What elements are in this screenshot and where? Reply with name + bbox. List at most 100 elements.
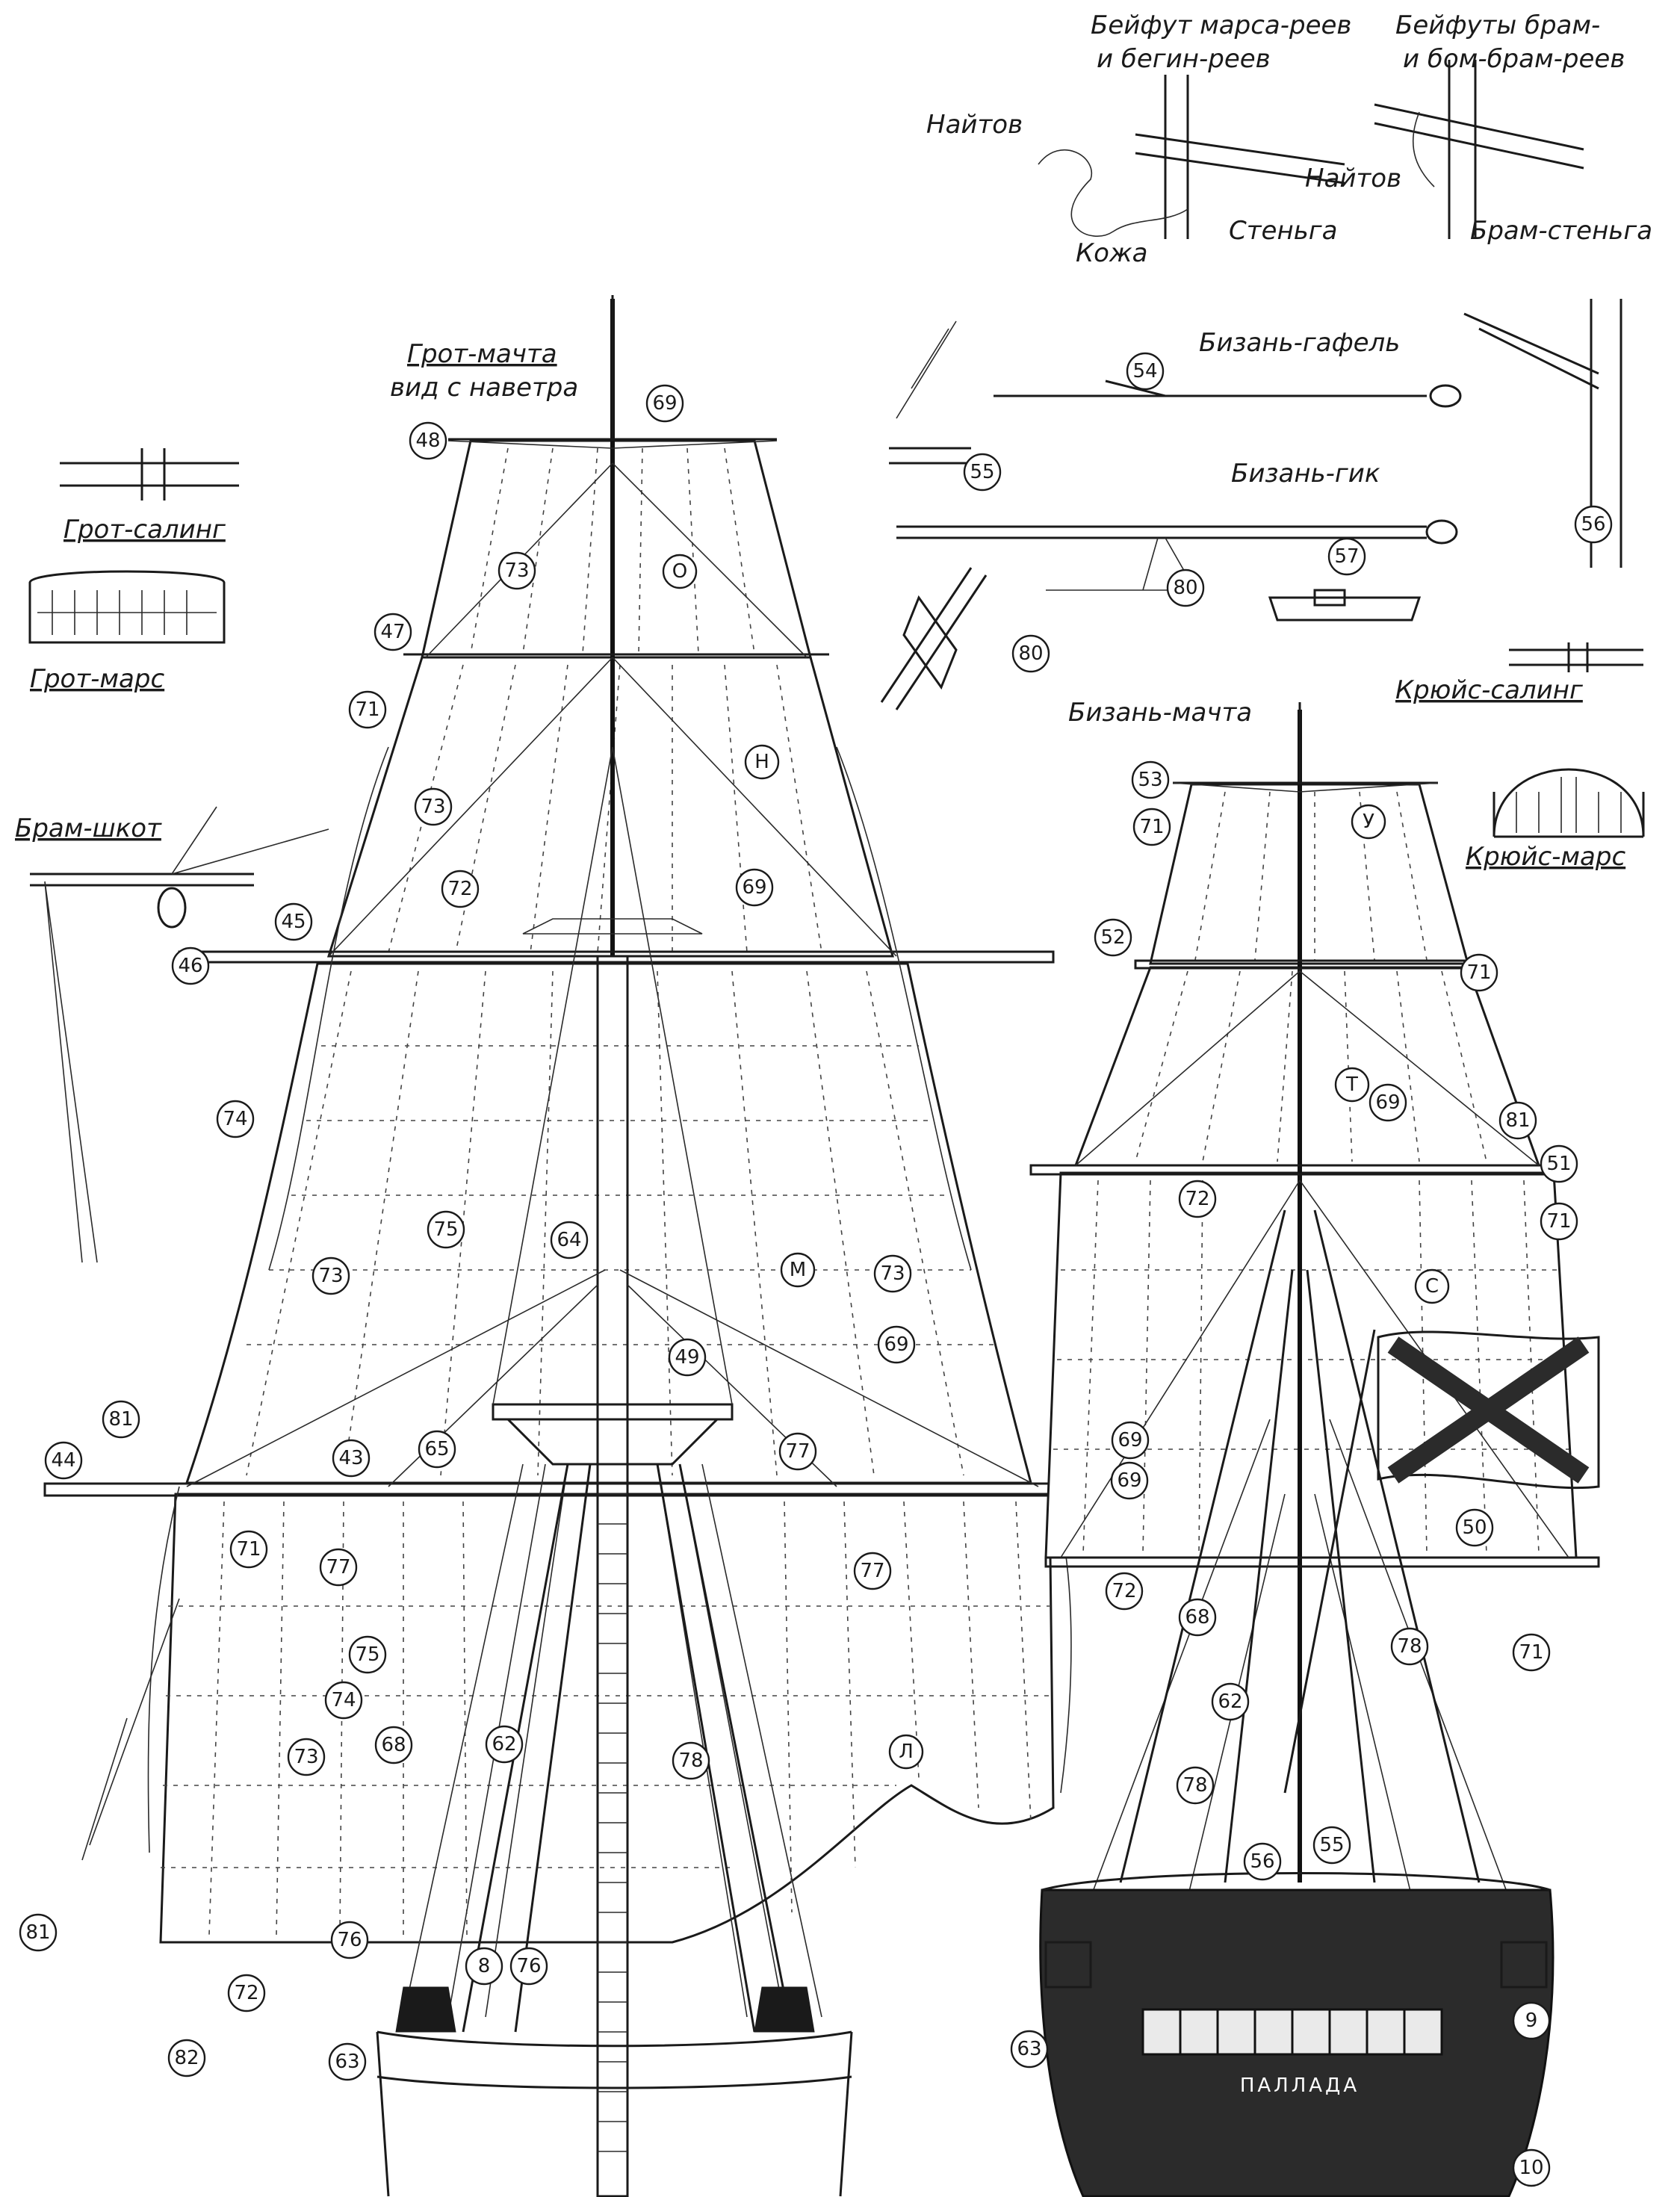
svg-text:71: 71	[355, 698, 379, 721]
svg-text:64: 64	[557, 1229, 581, 1251]
svg-text:78: 78	[1182, 1774, 1207, 1797]
callout: 46	[171, 946, 210, 985]
svg-text:73: 73	[504, 560, 529, 582]
callout: 47	[373, 613, 412, 651]
svg-text:77: 77	[785, 1440, 810, 1463]
svg-text:72: 72	[1185, 1188, 1209, 1210]
callout: 72	[1105, 1572, 1144, 1611]
svg-text:81: 81	[108, 1408, 133, 1431]
svg-text:Т: Т	[1345, 1073, 1358, 1096]
main-deadeyes-left	[395, 1986, 456, 2033]
caption-mainmast-2: вид с наветра	[390, 373, 578, 403]
callout: 71	[348, 690, 387, 729]
svg-text:73: 73	[294, 1746, 318, 1768]
svg-text:10: 10	[1519, 2157, 1543, 2179]
svg-text:69: 69	[884, 1333, 908, 1356]
svg-text:56: 56	[1581, 513, 1605, 536]
callout: 55	[1312, 1826, 1351, 1865]
sail-letter: Т	[1334, 1067, 1370, 1103]
callout: 68	[374, 1726, 413, 1764]
callout: 50	[1455, 1508, 1494, 1547]
svg-text:71: 71	[1466, 961, 1491, 984]
footrope-topgallant-inset	[1374, 60, 1584, 239]
svg-text:68: 68	[381, 1734, 406, 1756]
svg-text:77: 77	[326, 1556, 350, 1578]
caption-mizzen-top: Крюйс-марс	[1466, 842, 1625, 872]
callout: 81	[1498, 1101, 1537, 1140]
svg-text:71: 71	[1519, 1641, 1543, 1664]
main-bulwark	[376, 2030, 852, 2048]
callout: 77	[853, 1552, 892, 1590]
callout: 73	[311, 1256, 350, 1295]
callout: 69	[1369, 1083, 1407, 1122]
callout: 64	[550, 1221, 589, 1259]
callout: 77	[778, 1432, 817, 1471]
svg-text:55: 55	[1319, 1834, 1344, 1856]
svg-text:65: 65	[424, 1438, 449, 1460]
callout: 49	[668, 1338, 707, 1377]
svg-text:56: 56	[1250, 1850, 1274, 1873]
main-top-platform	[492, 1403, 734, 1466]
callout: 69	[645, 384, 684, 423]
callout: 69	[1110, 1461, 1149, 1500]
main-rigging	[186, 440, 1039, 2018]
mizzen-topsail	[1044, 1171, 1578, 1559]
stern-rail	[1041, 1872, 1551, 1891]
callout: 73	[414, 787, 453, 826]
svg-text:62: 62	[492, 1733, 516, 1756]
svg-text:Л: Л	[899, 1741, 914, 1763]
callout: 69	[735, 868, 774, 907]
svg-text:57: 57	[1334, 545, 1359, 568]
callout: 72	[227, 1974, 266, 2012]
svg-text:45: 45	[281, 911, 306, 933]
callout: 63	[1010, 2030, 1049, 2069]
quarter-galleries	[1044, 1941, 1548, 1989]
callout: 44	[44, 1441, 83, 1480]
callout: 81	[102, 1400, 140, 1439]
svg-text:52: 52	[1100, 926, 1125, 949]
callout: 45	[274, 902, 313, 941]
sail-letter: О	[662, 554, 698, 589]
main-top-inset	[28, 570, 226, 644]
svg-text:71: 71	[1546, 1210, 1571, 1233]
callout: 56	[1243, 1842, 1282, 1881]
callout: 71	[229, 1530, 268, 1569]
svg-text:47: 47	[380, 621, 405, 643]
svg-text:82: 82	[174, 2047, 199, 2069]
callout: 72	[1178, 1180, 1217, 1218]
mizzen-block-inset	[880, 320, 988, 710]
callout: 69	[1111, 1421, 1150, 1460]
svg-text:46: 46	[178, 955, 202, 977]
main-lower-mast	[596, 955, 629, 2197]
caption-topgallant-sheet: Брам-шкот	[15, 814, 162, 843]
svg-text:М: М	[790, 1259, 806, 1281]
main-course-sail	[159, 1493, 1055, 1944]
svg-text:53: 53	[1138, 769, 1162, 791]
callout: 74	[216, 1100, 255, 1138]
callout: 53	[1131, 760, 1170, 799]
callout: 62	[1211, 1682, 1250, 1721]
svg-text:76: 76	[516, 1955, 541, 1977]
svg-text:69: 69	[742, 876, 766, 899]
gaff-jaws-inset	[1463, 299, 1622, 568]
mizzen-stays	[1119, 1209, 1481, 1883]
callout: 80	[1011, 634, 1050, 673]
caption-main-top: Грот-марс	[30, 664, 164, 694]
mizzenmast-drawing: ПАЛЛАДА	[1029, 642, 1645, 2197]
svg-text:69: 69	[652, 392, 677, 415]
caption-main-saling: Грот-салинг	[63, 515, 226, 545]
caption-footrope-topsail-2: и бегин-реев	[1097, 44, 1271, 74]
callout: 9	[1512, 2001, 1551, 2040]
callout: 57	[1327, 537, 1366, 576]
svg-text:74: 74	[331, 1689, 356, 1711]
svg-text:73: 73	[421, 796, 445, 818]
callout: 71	[1512, 1633, 1551, 1672]
sail-letter: С	[1414, 1268, 1450, 1304]
svg-text:80: 80	[1018, 642, 1043, 665]
svg-text:63: 63	[1017, 2038, 1041, 2060]
mizzen-crossjack-yard	[1044, 1556, 1600, 1568]
svg-text:43: 43	[338, 1447, 363, 1469]
callout: 43	[332, 1439, 371, 1478]
svg-text:78: 78	[678, 1750, 703, 1772]
